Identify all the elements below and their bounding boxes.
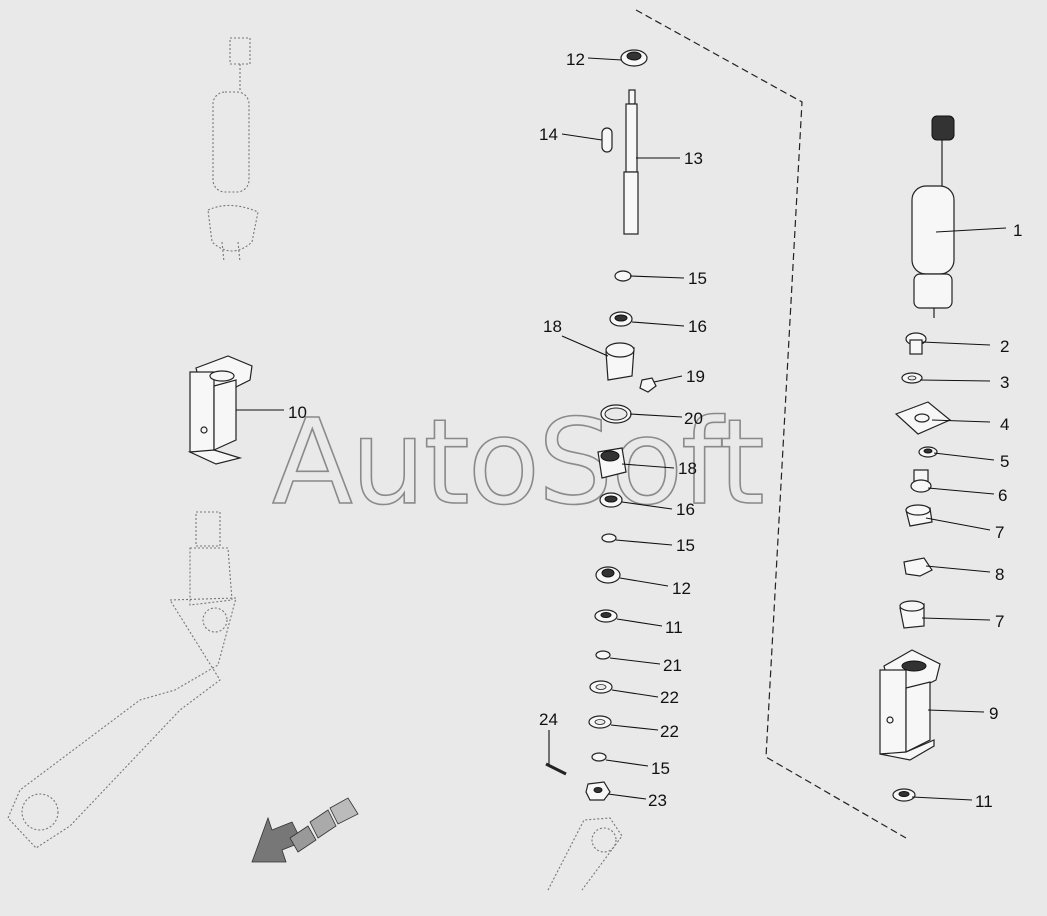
part-19-nut (639, 377, 657, 393)
part-12-bearing-b (595, 566, 621, 584)
ghost-steering-arm (7, 511, 237, 849)
part-1-shock-absorber (911, 115, 955, 318)
part-7-sleeve-a (905, 504, 933, 527)
callout-5: 5 (1000, 452, 1009, 471)
part-22-washer-a (589, 680, 613, 694)
leader-lines (236, 57, 1007, 801)
callout-9: 9 (989, 704, 998, 723)
assembly-dashed-outline (635, 9, 907, 839)
callout-15: 15 (651, 759, 670, 778)
callout-6: 6 (998, 486, 1007, 505)
part-7-sleeve-b (899, 600, 925, 629)
callout-22: 22 (660, 688, 679, 707)
part-14-key (601, 127, 613, 153)
ghost-lower-link (547, 817, 623, 891)
part-20-ring (600, 404, 632, 424)
part-15-ring-b (601, 533, 617, 543)
callout-3: 3 (1000, 373, 1009, 392)
ghost-shock-absorber (207, 37, 259, 263)
part-16-seal-a (609, 311, 633, 327)
callout-12: 12 (566, 50, 585, 69)
part-12-bearing-top (620, 49, 648, 67)
callout-12: 12 (672, 579, 691, 598)
part-18-housing-a (605, 342, 635, 381)
part-15-ring-a (614, 270, 632, 282)
callout-19: 19 (686, 367, 705, 386)
part-6-bolt (910, 469, 932, 493)
part-4-plate (894, 401, 952, 435)
callout-1: 1 (1013, 221, 1022, 240)
part-9-bracket (879, 649, 941, 761)
callout-labels: 12 14 13 15 18 16 19 20 18 16 15 12 11 2… (288, 50, 1022, 811)
callout-14: 14 (539, 125, 558, 144)
part-11-washer-a (594, 609, 618, 623)
callout-7: 7 (995, 523, 1004, 542)
part-24-pin (545, 762, 567, 776)
callout-4: 4 (1000, 415, 1009, 434)
callout-20: 20 (684, 409, 703, 428)
callout-10: 10 (288, 403, 307, 422)
part-5-washer (918, 446, 938, 458)
callout-22: 22 (660, 722, 679, 741)
watermark-text: AutoSoft (272, 393, 763, 531)
part-2-bolt (905, 332, 927, 355)
callout-16: 16 (676, 500, 695, 519)
callout-23: 23 (648, 791, 667, 810)
part-8-spider (903, 557, 933, 577)
part-3-washer (901, 372, 923, 384)
direction-arrow-icon (251, 797, 359, 863)
callout-24: 24 (539, 710, 558, 729)
callout-16: 16 (688, 317, 707, 336)
callout-2: 2 (1000, 337, 1009, 356)
part-11-washer-b (892, 788, 916, 802)
callout-18: 18 (678, 459, 697, 478)
callout-8: 8 (995, 565, 1004, 584)
part-15-ring-c (591, 752, 607, 762)
callout-15: 15 (688, 269, 707, 288)
callout-18: 18 (543, 317, 562, 336)
callout-21: 21 (663, 656, 682, 675)
part-21-ring (595, 650, 611, 660)
callout-11: 11 (975, 792, 993, 811)
part-16-seal-b (599, 492, 623, 508)
part-23-nut (585, 781, 611, 801)
part-18-housing-b (597, 447, 627, 479)
callout-15: 15 (676, 536, 695, 555)
callout-13: 13 (684, 149, 703, 168)
part-10-bracket (187, 355, 253, 465)
callout-7: 7 (995, 612, 1004, 631)
part-22-washer-b (588, 715, 612, 729)
callout-11: 11 (665, 618, 683, 637)
part-13-shaft (623, 89, 639, 235)
